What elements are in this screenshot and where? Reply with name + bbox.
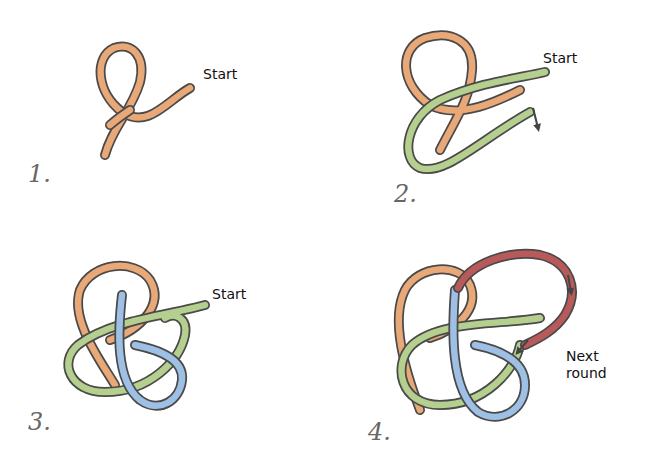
- step-note: Start: [543, 50, 577, 67]
- step-note: Start: [203, 66, 237, 83]
- step-three-knot: [68, 266, 205, 406]
- step-number: 3.: [28, 408, 51, 437]
- step-note: Next round: [566, 348, 616, 382]
- step-note: Start: [212, 286, 246, 303]
- step-four-knot: [399, 254, 572, 417]
- step-number: 2.: [394, 180, 417, 209]
- step-two-knot: [406, 35, 545, 169]
- step-one-loop: [101, 47, 190, 155]
- step-number: 4.: [368, 418, 391, 447]
- step-number: 1.: [28, 160, 51, 189]
